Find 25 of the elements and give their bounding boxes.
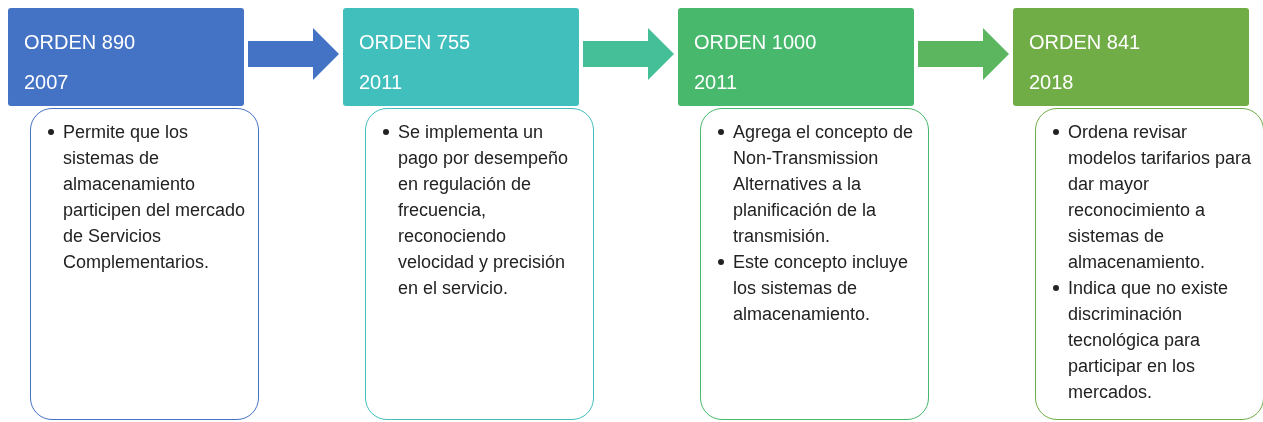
block-arrow: [248, 28, 339, 80]
bullet-text: Indica que no existe discriminación tecnológica para participar en los mercados.: [1068, 277, 1230, 404]
year-label: 2018: [1029, 70, 1075, 95]
bullet-text: Este concepto incluye los sistemas de almacenamiento.: [733, 251, 910, 326]
description-card: [365, 108, 594, 420]
header-box: [1013, 8, 1249, 106]
year-label: 2011: [694, 70, 738, 95]
description-card: [700, 108, 929, 420]
bullet-text: Se implementa un pago por desempeño en regulación de frecuencia, reconociendo velocidad y precisión en el servicio.: [398, 121, 570, 300]
order-title: ORDEN 1000: [694, 30, 818, 55]
order-title: ORDEN 890: [24, 30, 137, 55]
header-box: [343, 8, 579, 106]
block-arrow: [918, 28, 1009, 80]
year-label: 2011: [359, 70, 403, 95]
header-box: [8, 8, 244, 106]
bullet-text: Agrega el concepto de Non-Transmission Alternatives a la planificación de la transmisión.: [733, 121, 915, 248]
bullet-text: Permite que los sistemas de almacenamiento participen del mercado de Servicios Complementarios.: [63, 121, 247, 274]
description-card: [30, 108, 259, 420]
year-label: 2007: [24, 70, 70, 95]
bullet-text: Ordena revisar modelos tarifarios para dar mayor reconocimiento a sistemas de almacenamiento.: [1068, 121, 1253, 274]
block-arrow: [583, 28, 674, 80]
description-card: [1035, 108, 1263, 420]
order-title: ORDEN 755: [359, 30, 472, 55]
order-title: ORDEN 841: [1029, 30, 1142, 55]
header-box: [678, 8, 914, 106]
